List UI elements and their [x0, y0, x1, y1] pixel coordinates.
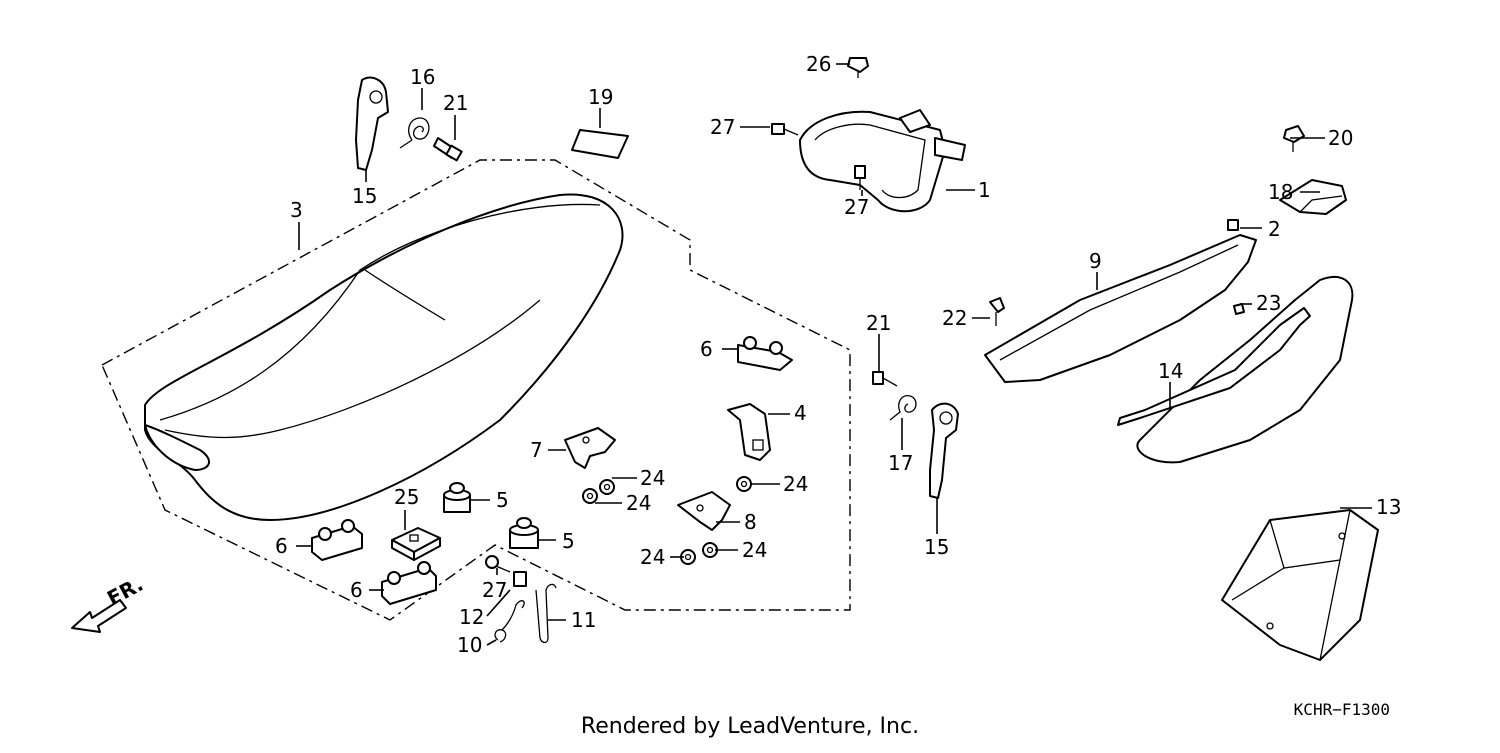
- callout-9: 9: [1089, 249, 1102, 273]
- callout-5-top: 5: [496, 488, 509, 512]
- bolt-part-23: [1233, 303, 1245, 315]
- callout-14: 14: [1158, 359, 1183, 383]
- spring-part-16: [399, 117, 430, 149]
- callout-2: 2: [1268, 217, 1281, 241]
- rubber-mount-part-6-top: [737, 336, 793, 371]
- callout-18: 18: [1268, 180, 1293, 204]
- callout-13: 13: [1376, 495, 1401, 519]
- bracket-part-4: [727, 403, 771, 461]
- bolt-part-22: [989, 297, 1005, 326]
- callout-21-top: 21: [443, 91, 468, 115]
- callout-24-a: 24: [640, 466, 665, 490]
- tool-tray-part-13: [1221, 509, 1379, 661]
- callout-24-e: 24: [742, 538, 767, 562]
- callout-15-right: 15: [924, 535, 949, 559]
- seat-lock-part-right: [929, 402, 959, 499]
- cable-part-10: [494, 600, 525, 643]
- nut-part-24-a: [599, 479, 615, 495]
- front-direction-arrow-icon: [71, 599, 127, 633]
- seat-part: [144, 193, 624, 521]
- grab-rail-part: [799, 109, 966, 213]
- cushion-part-5-top: [443, 482, 471, 513]
- callout-7: 7: [530, 438, 543, 462]
- callout-23: 23: [1256, 291, 1281, 315]
- callout-17: 17: [888, 451, 913, 475]
- leader-lines: [296, 63, 1372, 646]
- clip-part-12: [513, 571, 527, 587]
- diagram-code: KCHR−F1300: [1293, 700, 1390, 719]
- callout-22: 22: [942, 306, 967, 330]
- bolt-part-26: [847, 57, 869, 78]
- pad-part-25: [391, 527, 441, 561]
- label-sticker-part: [571, 129, 629, 159]
- callout-8: 8: [744, 510, 757, 534]
- side-cover-part-14: [1117, 275, 1354, 464]
- callout-24-b: 24: [626, 491, 651, 515]
- callout-3: 3: [290, 198, 303, 222]
- bolt-part-27-left: [771, 123, 799, 136]
- callout-25: 25: [394, 485, 419, 509]
- nut-part-24-b: [582, 488, 598, 504]
- bolt-part-21-right: [872, 371, 898, 387]
- callout-labels: 1 2 3 4 5 5 6 6 6 7 8 9 10 11 12 13 14 1…: [103, 52, 1401, 657]
- callout-24-c: 24: [783, 472, 808, 496]
- clip-part-2: [1227, 219, 1239, 231]
- hook-part-11: [535, 583, 557, 644]
- bolt-part-27-bottom: [485, 555, 511, 573]
- callout-27-bottom: 27: [482, 578, 507, 602]
- spring-part-17: [889, 395, 917, 421]
- side-cover-part-9: [984, 234, 1257, 383]
- callout-27-left: 27: [710, 115, 735, 139]
- callout-6-top: 6: [700, 337, 713, 361]
- bracket-part-7: [564, 427, 616, 469]
- bolt-part-21-top: [433, 137, 463, 162]
- callout-5-bottom: 5: [562, 529, 575, 553]
- pad-part-18: [1279, 179, 1347, 215]
- callout-10: 10: [457, 633, 482, 657]
- callout-16: 16: [410, 65, 435, 89]
- callout-21-right: 21: [866, 311, 891, 335]
- rubber-mount-part-6-bottom: [381, 561, 437, 605]
- callout-26: 26: [806, 52, 831, 76]
- assembly-outline: [101, 159, 851, 621]
- callout-20: 20: [1328, 126, 1353, 150]
- seat-lock-part-top: [355, 76, 389, 171]
- render-credit: Rendered by LeadVenture, Inc.: [580, 714, 920, 739]
- callout-19: 19: [588, 85, 613, 109]
- callout-4: 4: [794, 401, 807, 425]
- cushion-part-5-bottom: [509, 517, 539, 549]
- front-direction-label: FR.: [103, 572, 147, 611]
- rubber-mount-part-6-middle: [311, 519, 363, 561]
- callout-12: 12: [459, 605, 484, 629]
- callout-6-bottom: 6: [350, 578, 363, 602]
- callout-1: 1: [978, 178, 991, 202]
- callout-11: 11: [571, 608, 596, 632]
- bolt-part-20: [1283, 125, 1305, 152]
- bolt-part-27-middle: [854, 165, 866, 190]
- nut-part-24-c: [736, 476, 752, 492]
- bracket-part-8: [677, 491, 731, 531]
- callout-24-d: 24: [640, 545, 665, 569]
- callout-15-top: 15: [352, 184, 377, 208]
- callout-27-middle: 27: [844, 195, 869, 219]
- callout-6-middle: 6: [275, 534, 288, 558]
- nut-part-24-e: [702, 542, 718, 558]
